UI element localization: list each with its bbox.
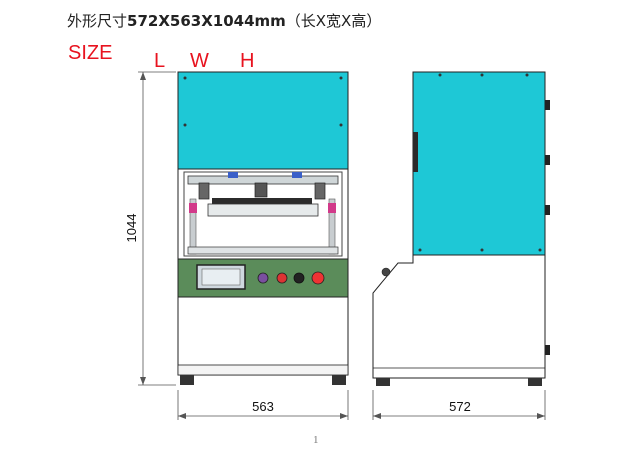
height-dimension-label: 1044	[124, 214, 139, 243]
front-width-dimension-label: 563	[252, 399, 274, 414]
length-label: L	[154, 50, 166, 72]
front-view	[177, 71, 349, 385]
title-suffix: （长X宽X高）	[285, 12, 382, 30]
black-button	[293, 272, 305, 284]
page-number: 1	[313, 434, 319, 446]
front-cabinet-bottom	[177, 296, 349, 376]
side-width-dimension-label: 572	[449, 399, 471, 414]
front-foot-left	[180, 375, 194, 385]
width-label: W	[190, 50, 209, 72]
side-foot-left	[376, 378, 390, 386]
purple-button	[257, 272, 269, 284]
side-view	[372, 71, 550, 386]
side-cabinet-bottom	[372, 254, 546, 379]
size-label: SIZE	[68, 42, 113, 64]
front-cabinet-top	[177, 71, 349, 170]
emergency-stop-button	[311, 271, 325, 285]
title-prefix: 外形尺寸	[67, 12, 128, 30]
red-button	[276, 272, 288, 284]
title-dimensions: 572X563X1044mm	[127, 12, 286, 30]
side-foot-right	[528, 378, 542, 386]
side-cabinet-top	[412, 71, 546, 256]
dimension-lines	[138, 71, 546, 420]
page-title: 外形尺寸572X563X1044mm（长X宽X高）	[67, 10, 381, 31]
height-label: H	[240, 50, 255, 72]
front-foot-right	[332, 375, 346, 385]
